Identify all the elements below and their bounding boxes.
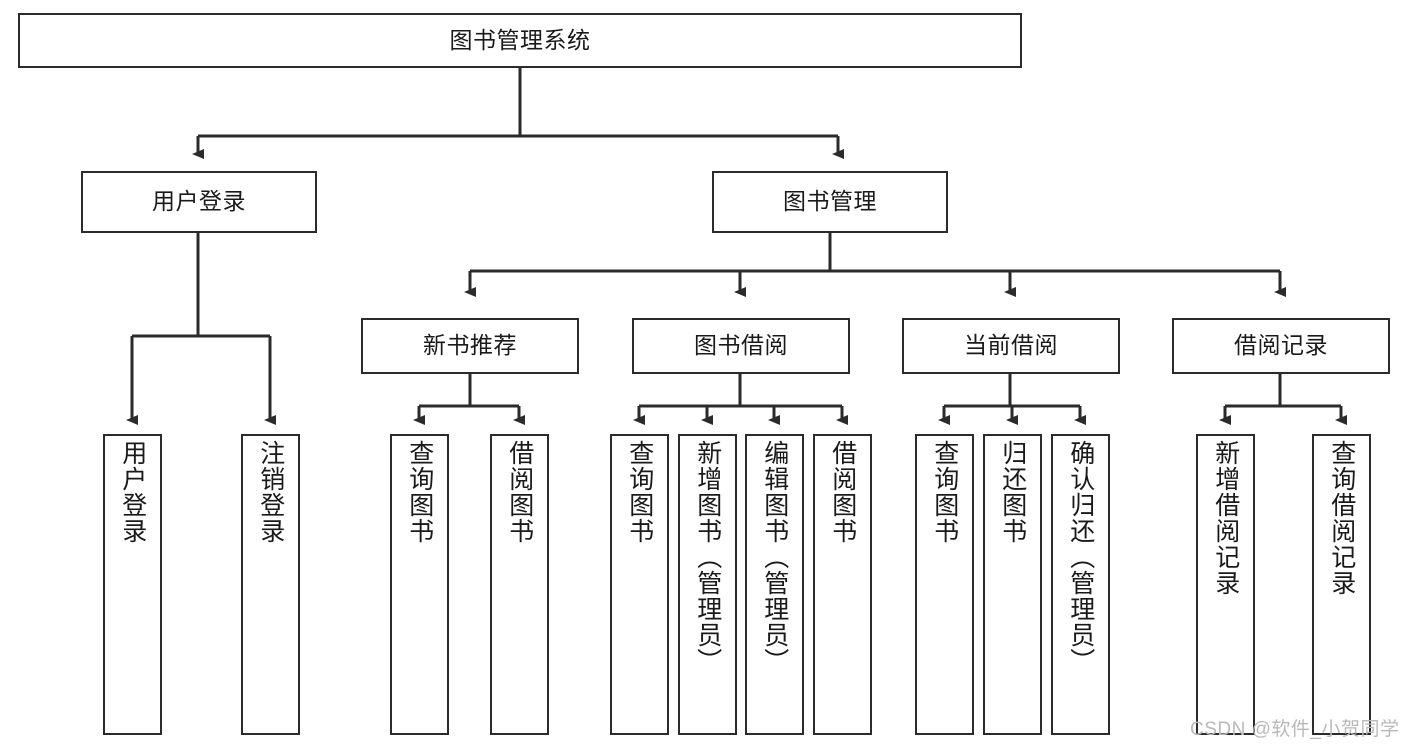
leaf-query-record-label: 查询借阅记录 (1327, 440, 1356, 596)
node-root-label: 图书管理系统 (449, 26, 591, 53)
node-new-book-recommend-label: 新书推荐 (423, 332, 517, 359)
leaf-add-record-label: 新增借阅记录 (1211, 440, 1240, 596)
node-new-book-recommend[interactable]: 新书推荐 (361, 318, 579, 374)
node-book-management[interactable]: 图书管理 (712, 171, 948, 233)
node-book-borrow[interactable]: 图书借阅 (632, 318, 850, 374)
leaf-add-book-label: 新增图书（管理员） (693, 440, 722, 674)
leaf-edit-book[interactable]: 编辑图书（管理员） (745, 434, 804, 735)
leaf-borrow-book-1-label: 借阅图书 (505, 440, 534, 544)
leaf-query-book-1-label: 查询图书 (405, 440, 434, 544)
leaf-borrow-book-2[interactable]: 借阅图书 (813, 434, 872, 735)
leaf-edit-book-label: 编辑图书（管理员） (760, 440, 789, 674)
leaf-query-book-2[interactable]: 查询图书 (610, 434, 669, 735)
leaf-add-book[interactable]: 新增图书（管理员） (678, 434, 737, 735)
leaf-user-login-label: 用户登录 (118, 440, 147, 544)
node-root[interactable]: 图书管理系统 (18, 13, 1022, 68)
leaf-logout[interactable]: 注销登录 (241, 434, 300, 735)
leaf-return-book[interactable]: 归还图书 (983, 434, 1042, 735)
leaf-confirm-return-label: 确认归还（管理员） (1066, 440, 1095, 674)
leaf-query-book-2-label: 查询图书 (625, 440, 654, 544)
leaf-borrow-book-1[interactable]: 借阅图书 (490, 434, 549, 735)
node-user-login-label: 用户登录 (152, 188, 246, 215)
node-current-borrow[interactable]: 当前借阅 (902, 318, 1120, 374)
leaf-confirm-return[interactable]: 确认归还（管理员） (1051, 434, 1110, 735)
node-book-management-label: 图书管理 (783, 188, 877, 215)
leaf-add-record[interactable]: 新增借阅记录 (1196, 434, 1255, 735)
node-current-borrow-label: 当前借阅 (964, 332, 1058, 359)
leaf-query-book-1[interactable]: 查询图书 (390, 434, 449, 735)
leaf-query-book-3[interactable]: 查询图书 (915, 434, 974, 735)
leaf-query-book-3-label: 查询图书 (930, 440, 959, 544)
leaf-logout-label: 注销登录 (256, 440, 285, 544)
node-borrow-record-label: 借阅记录 (1234, 332, 1328, 359)
leaf-borrow-book-2-label: 借阅图书 (828, 440, 857, 544)
node-user-login[interactable]: 用户登录 (81, 171, 317, 233)
leaf-user-login[interactable]: 用户登录 (103, 434, 162, 735)
leaf-return-book-label: 归还图书 (998, 440, 1027, 544)
leaf-query-record[interactable]: 查询借阅记录 (1312, 434, 1371, 735)
node-book-borrow-label: 图书借阅 (694, 332, 788, 359)
node-borrow-record[interactable]: 借阅记录 (1172, 318, 1390, 374)
